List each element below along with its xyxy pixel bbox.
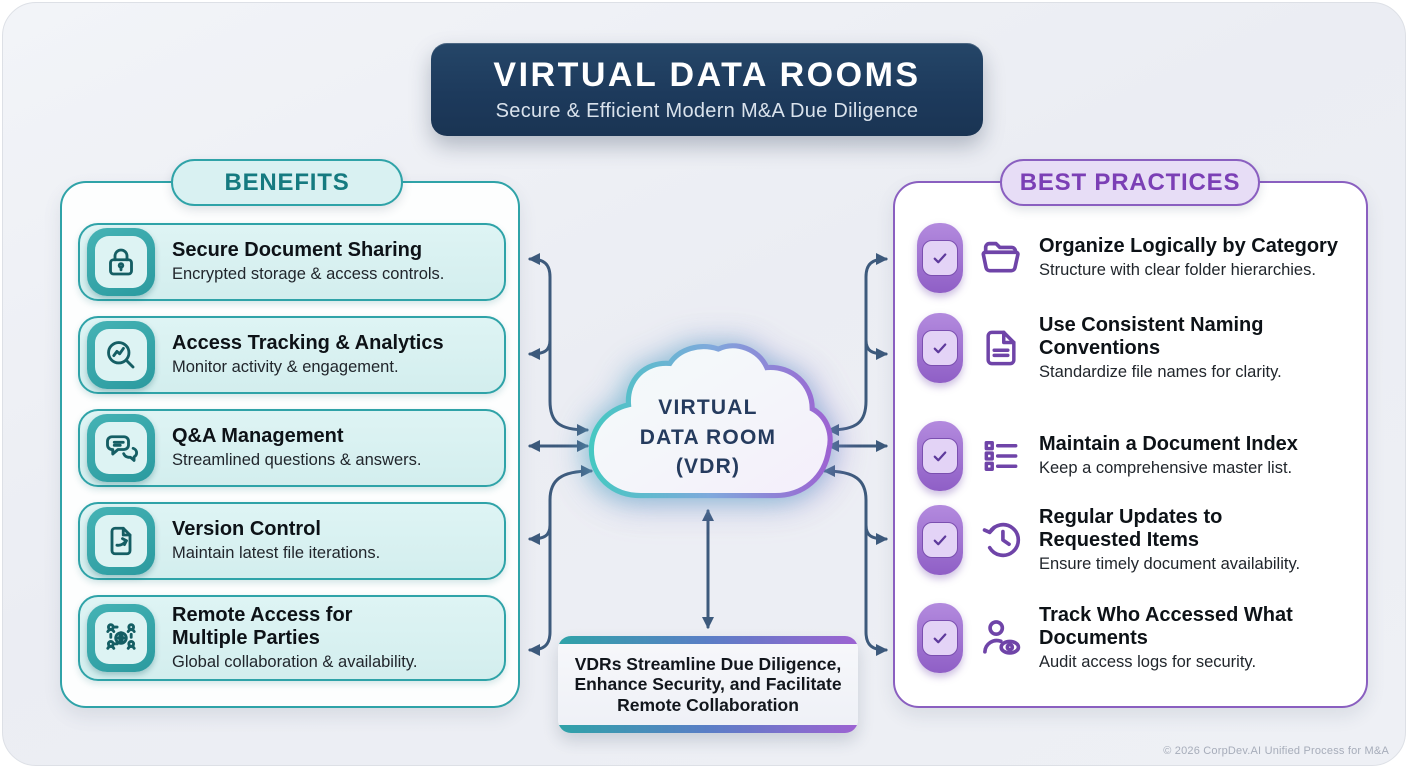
global-network-icon — [87, 604, 155, 672]
benefit-desc: Global collaboration & availability. — [172, 652, 418, 671]
practice-title: Use Consistent Naming Conventions — [1039, 313, 1264, 359]
chat-bubbles-icon — [87, 414, 155, 482]
summary-text: VDRs Streamline Due Diligence, Enhance S… — [574, 653, 842, 715]
checkbox-icon — [917, 223, 963, 293]
summary-box: VDRs Streamline Due Diligence, Enhance S… — [558, 636, 858, 733]
document-index-icon — [975, 430, 1027, 482]
practice-item-track-access: Track Who Accessed What Documents Audit … — [917, 603, 1314, 673]
copyright-text: © 2026 CorpDev.AI Unified Process for M&… — [1163, 745, 1389, 757]
page-subtitle: Secure & Efficient Modern M&A Due Dilige… — [495, 100, 919, 122]
practice-desc: Ensure timely document availability. — [1039, 554, 1301, 573]
practice-item-organize: Organize Logically by Category Structure… — [917, 223, 1338, 293]
practice-title: Track Who Accessed What Documents — [1039, 603, 1293, 649]
practice-title: Regular Updates to Requested Items — [1039, 505, 1223, 551]
benefit-item-qa-management: Q&A Management Streamlined questions & a… — [78, 409, 506, 487]
practice-desc: Keep a comprehensive master list. — [1039, 459, 1293, 478]
benefit-desc: Encrypted storage & access controls. — [172, 265, 445, 284]
vdr-cloud: VIRTUAL DATA ROOM (VDR) — [579, 336, 837, 521]
practice-desc: Audit access logs for security. — [1039, 652, 1257, 671]
practice-title: Organize Logically by Category — [1039, 235, 1338, 258]
practice-desc: Standardize file names for clarity. — [1039, 362, 1282, 381]
benefit-title: Q&A Management — [172, 425, 344, 448]
open-folder-icon — [975, 232, 1027, 284]
benefit-item-version-control: Version Control Maintain latest file ite… — [78, 502, 506, 580]
history-clock-icon — [975, 514, 1027, 566]
benefit-item-secure-sharing: Secure Document Sharing Encrypted storag… — [78, 223, 506, 301]
benefit-desc: Maintain latest file iterations. — [172, 544, 381, 563]
benefit-title: Secure Document Sharing — [172, 239, 423, 262]
page-title: VIRTUAL DATA ROOMS — [493, 56, 921, 94]
title-banner: VIRTUAL DATA ROOMS Secure & Efficient Mo… — [431, 43, 983, 136]
practice-item-naming: Use Consistent Naming Conventions Standa… — [917, 313, 1282, 383]
benefit-desc: Streamlined questions & answers. — [172, 451, 422, 470]
lock-icon — [87, 228, 155, 296]
document-lines-icon — [975, 322, 1027, 374]
checkbox-icon — [917, 603, 963, 673]
user-eye-icon — [975, 612, 1027, 664]
benefit-desc: Monitor activity & engagement. — [172, 358, 399, 377]
cloud-line-1: VIRTUAL — [658, 395, 758, 419]
benefit-title: Access Tracking & Analytics — [172, 332, 444, 355]
best-practices-panel: Organize Logically by Category Structure… — [893, 181, 1368, 708]
checkbox-icon — [917, 313, 963, 383]
benefit-title: Version Control — [172, 518, 321, 541]
benefit-item-remote-access: Remote Access for Multiple Parties Globa… — [78, 595, 506, 681]
cloud-line-2: DATA ROOM — [639, 425, 777, 449]
analytics-magnifier-icon — [87, 321, 155, 389]
practice-desc: Structure with clear folder hierarchies. — [1039, 261, 1316, 280]
benefits-panel: Secure Document Sharing Encrypted storag… — [60, 181, 520, 708]
practice-title: Maintain a Document Index — [1039, 433, 1298, 456]
document-version-icon — [87, 507, 155, 575]
benefits-header: BENEFITS — [171, 159, 403, 206]
checkbox-icon — [917, 421, 963, 491]
checkbox-icon — [917, 505, 963, 575]
practice-item-index: Maintain a Document Index Keep a compreh… — [917, 421, 1298, 491]
benefit-title: Remote Access for Multiple Parties — [172, 603, 353, 649]
cloud-label: VIRTUAL DATA ROOM (VDR) — [579, 336, 837, 521]
best-practices-header: BEST PRACTICES — [1000, 159, 1260, 206]
cloud-line-3: (VDR) — [675, 455, 741, 479]
benefit-item-access-tracking: Access Tracking & Analytics Monitor acti… — [78, 316, 506, 394]
practice-item-updates: Regular Updates to Requested Items Ensur… — [917, 505, 1300, 575]
